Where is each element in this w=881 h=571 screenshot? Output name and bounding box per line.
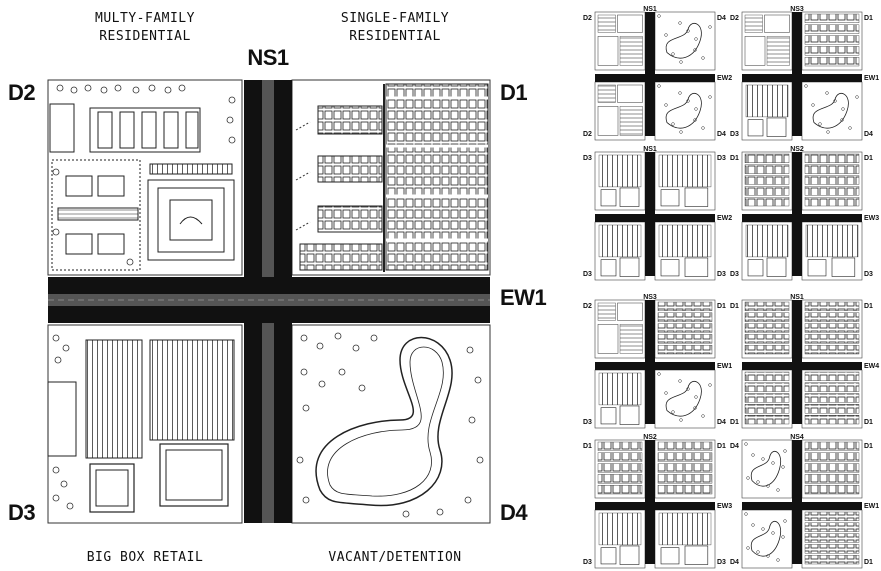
road-label-ns1: NS1 [247,45,289,70]
variant-road-ew [595,214,715,222]
variant-ns-label: NS4 [790,434,804,441]
label-big-box-retail: BIG BOX RETAIL [86,550,204,565]
variant-ew-label: EW2 [717,215,732,222]
variant-corner-label: D1 [717,303,726,310]
variant-road-ew [742,214,862,222]
variant-corner-label: D3 [583,419,592,426]
variant-ns-label: NS2 [643,434,657,441]
corner-label-d1: D1 [500,80,528,105]
corner-label-d2: D2 [8,80,36,105]
variant-ns-label: NS1 [643,146,657,153]
variant-corner-label: D4 [864,131,873,138]
road-ew1 [48,277,490,323]
variant-ns-label: NS3 [643,294,657,301]
multi-family-block [47,79,243,276]
variant-ns-label: NS1 [643,6,657,13]
variant-road-ew [595,362,715,370]
variant-corner-label: D4 [730,443,739,450]
label-multi-family: MULTY-FAMILY RESIDENTIAL [95,11,195,44]
variant-road-ew [595,74,715,82]
variant-road-ew [742,74,862,82]
variant-corner-label: D1 [864,559,873,566]
variant-ns-label: NS1 [790,294,804,301]
variant-corner-label: D1 [730,155,739,162]
variant-corner-label: D2 [583,15,592,22]
vacant-detention-block [291,324,491,524]
variant-corner-label: D2 [730,15,739,22]
variant-corner-label: D1 [864,303,873,310]
variant-road-ew [742,502,862,510]
variant-corner-label: D3 [717,271,726,278]
variant-ew-label: EW4 [864,363,879,370]
variant-corner-label: D3 [730,131,739,138]
variant-corner-label: D1 [730,303,739,310]
variant-corner-label: D1 [864,443,873,450]
variant-road-ew [742,362,862,370]
variant-ns-label: NS3 [790,6,804,13]
variant-corner-label: D3 [583,271,592,278]
variant-corner-label: D4 [730,559,739,566]
variant-corner-label: D3 [864,271,873,278]
variant-corner-label: D1 [730,419,739,426]
single-family-block [291,79,491,276]
variant-ew-label: EW1 [864,503,879,510]
variant-corner-label: D3 [583,559,592,566]
variant-corner-label: D3 [583,155,592,162]
corner-label-d3: D3 [8,500,36,525]
variant-corner-label: D4 [717,15,726,22]
corner-label-d4: D4 [500,500,528,525]
label-vacant-detention: VACANT/DETENTION [328,550,462,565]
label-single-family: SINGLE-FAMILY RESIDENTIAL [340,11,450,44]
variant-corner-label: D2 [583,303,592,310]
variant-corner-label: D1 [717,443,726,450]
variant-corner-label: D4 [717,131,726,138]
variant-ew-label: EW1 [717,363,732,370]
variant-corner-label: D2 [583,131,592,138]
variant-road-ew [595,502,715,510]
variant-corner-label: D3 [717,559,726,566]
variant-corner-label: D1 [864,419,873,426]
variant-corner-label: D3 [717,155,726,162]
variant-ew-label: EW3 [864,215,879,222]
variant-ew-label: EW3 [717,503,732,510]
variant-corner-label: D1 [864,155,873,162]
variant-corner-label: D1 [583,443,592,450]
variant-ew-label: EW2 [717,75,732,82]
variant-corner-label: D3 [730,271,739,278]
variant-ew-label: EW1 [864,75,879,82]
variant-ns-label: NS2 [790,146,804,153]
road-label-ew1: EW1 [500,285,547,310]
variant-corner-label: D1 [864,15,873,22]
big-box-retail-block [47,324,243,524]
variant-corner-label: D4 [717,419,726,426]
